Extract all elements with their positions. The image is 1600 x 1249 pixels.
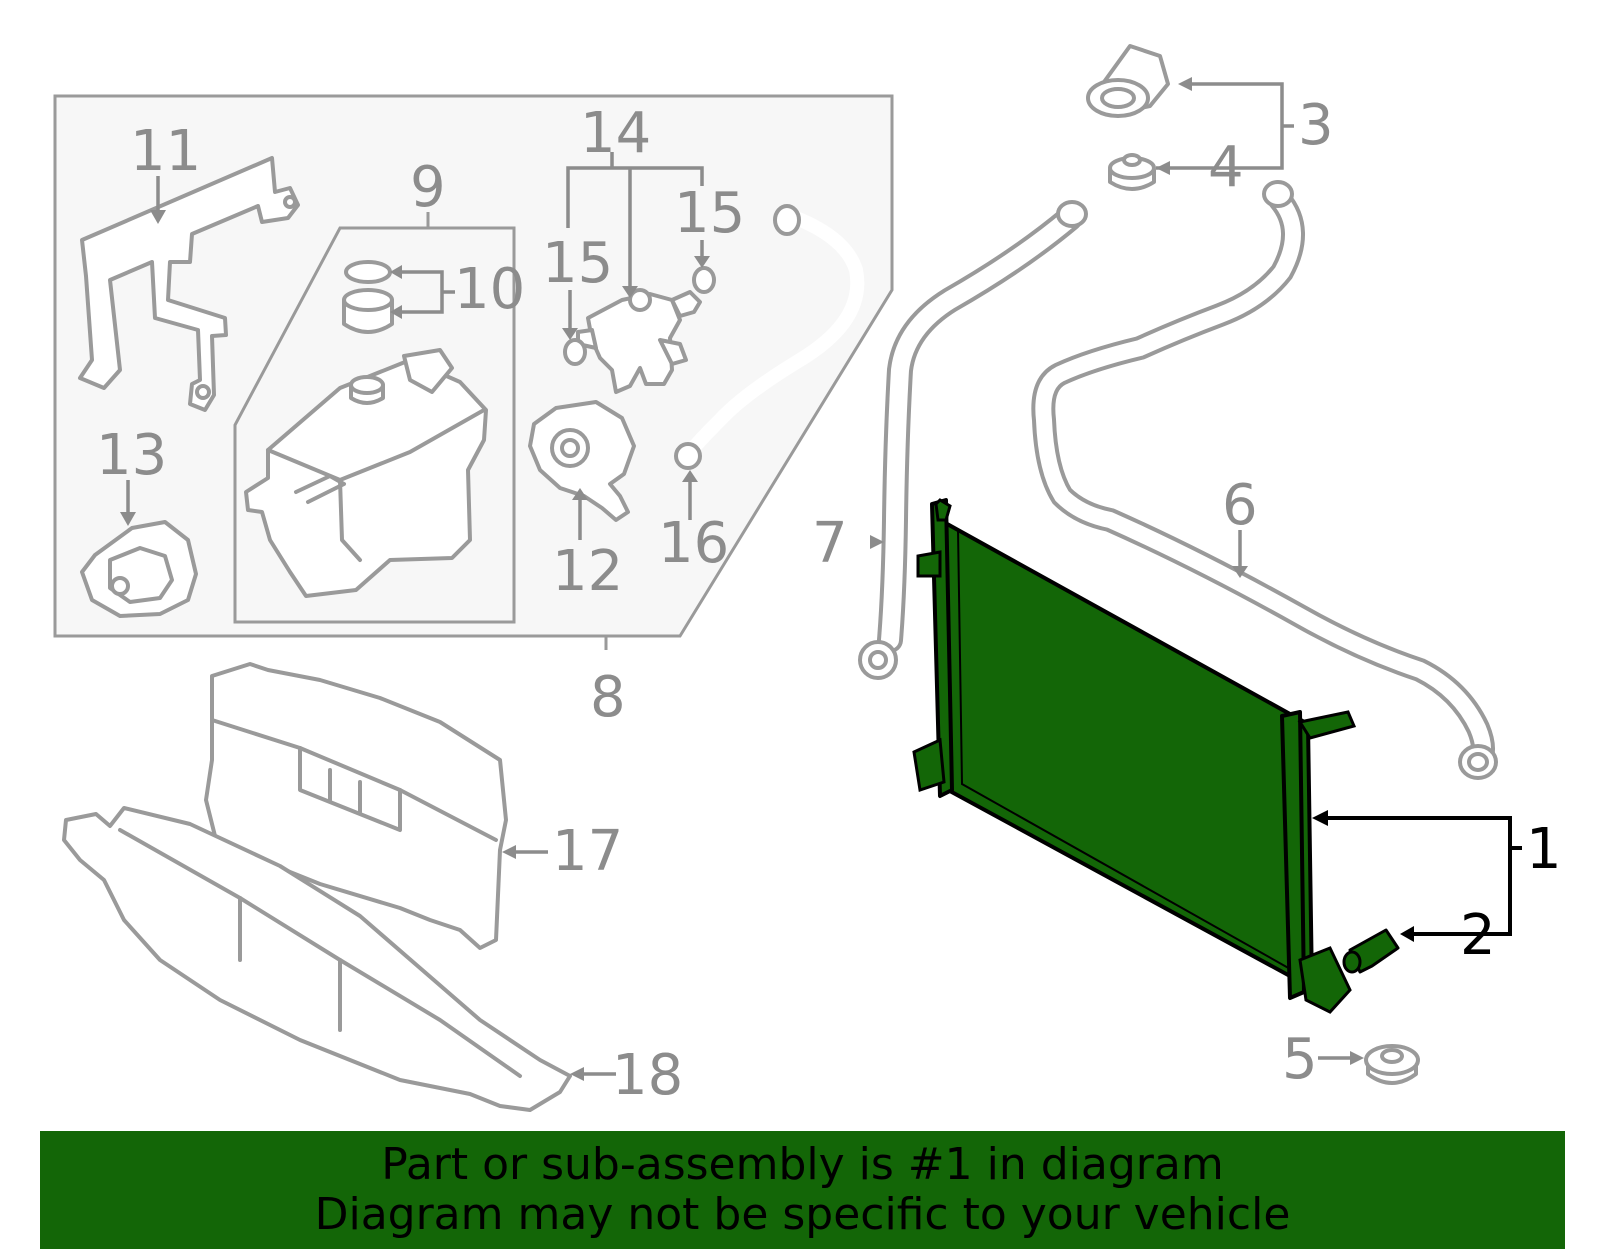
- arrow-12: [572, 488, 588, 500]
- deflector-18: [62, 806, 572, 1112]
- grommet-5: [1364, 1044, 1420, 1085]
- callout-9: 9: [410, 155, 446, 220]
- expansion-tank-9: [244, 348, 488, 598]
- leader-1-2: [1320, 816, 1522, 936]
- callout-4: 4: [1208, 135, 1244, 200]
- arrow-5: [1350, 1051, 1364, 1065]
- callout-3: 3: [1298, 93, 1334, 158]
- arrow-6: [1232, 566, 1248, 578]
- o-ring-15-right: [692, 266, 716, 294]
- drain-plug-2: [1342, 928, 1400, 974]
- arrow-10a: [390, 265, 402, 279]
- leader-10: [395, 270, 455, 314]
- callout-5: 5: [1282, 1027, 1318, 1092]
- callout-17: 17: [552, 819, 623, 884]
- arrow-18: [570, 1067, 584, 1081]
- callout-15b: 15: [674, 181, 745, 246]
- o-ring-10: [344, 260, 392, 284]
- o-ring-15-left: [563, 338, 587, 366]
- leader-3: [1156, 82, 1294, 170]
- callout-15a: 15: [542, 231, 613, 296]
- callout-8: 8: [590, 665, 626, 730]
- hose-16: [674, 204, 865, 470]
- arrow-1: [1312, 810, 1328, 826]
- callout-6: 6: [1222, 473, 1258, 538]
- callout-10: 10: [454, 257, 525, 322]
- arrow-4: [1156, 161, 1170, 175]
- callout-7: 7: [812, 511, 848, 576]
- bracket-11: [78, 156, 300, 412]
- callout-12: 12: [552, 539, 623, 604]
- radiator-1: [912, 498, 1357, 1014]
- arrow-16: [682, 470, 698, 482]
- callout-2: 2: [1460, 903, 1496, 968]
- cap-10: [342, 288, 394, 334]
- arrow-15-left: [562, 328, 578, 340]
- arrow-15-right: [694, 256, 710, 268]
- thermostat-13: [80, 520, 198, 618]
- leader-14: [566, 152, 704, 290]
- callout-14: 14: [580, 101, 651, 166]
- arrow-10b: [390, 305, 402, 319]
- hose-7: [858, 200, 1088, 680]
- thermostat-housing-14: [576, 288, 702, 394]
- hose-6: [1031, 180, 1498, 780]
- water-pump-12: [528, 400, 636, 522]
- mount-bracket-3: [1086, 44, 1170, 118]
- arrow-17: [502, 845, 516, 859]
- grommet-4: [1108, 153, 1156, 191]
- callout-18: 18: [612, 1043, 683, 1108]
- arrow-14: [622, 286, 638, 298]
- arrow-11: [150, 210, 166, 224]
- arrow-13: [120, 512, 136, 526]
- arrow-3: [1178, 77, 1192, 91]
- callout-1: 1: [1526, 817, 1562, 882]
- footer-banner: Part or sub-assembly is #1 in diagram Di…: [40, 1131, 1565, 1249]
- arrow-7: [870, 535, 884, 549]
- callout-13: 13: [96, 423, 167, 488]
- footer-line-1: Part or sub-assembly is #1 in diagram: [381, 1139, 1224, 1190]
- callout-11: 11: [130, 119, 201, 184]
- arrow-2: [1400, 926, 1414, 942]
- callout-16: 16: [658, 511, 729, 576]
- footer-line-2: Diagram may not be specific to your vehi…: [314, 1189, 1291, 1240]
